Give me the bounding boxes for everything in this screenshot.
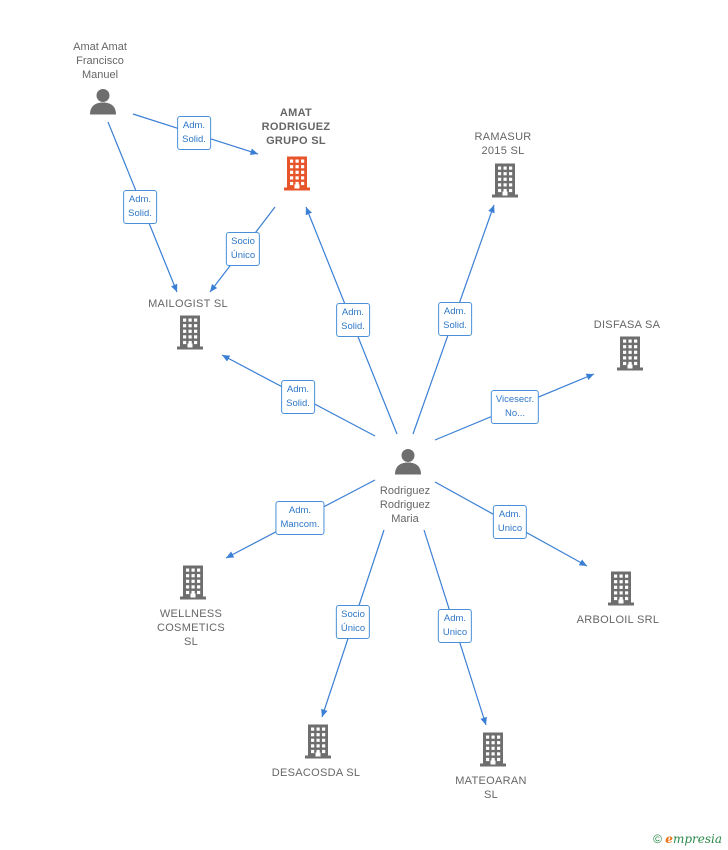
brand-logo[interactable]: empresia — [665, 832, 722, 846]
copyright-icon: © — [653, 832, 662, 846]
node-label-mailogist[interactable]: MAILOGIST SL — [148, 298, 228, 310]
building-icon[interactable] — [303, 723, 333, 764]
person-icon[interactable] — [88, 86, 118, 121]
edge-label[interactable]: Adm. Solid. — [336, 303, 370, 337]
brand-footer: © empresia — [653, 832, 722, 846]
node-label-desacosda[interactable]: DESACOSDA SL — [271, 767, 361, 779]
edge-label[interactable]: Adm. Unico — [492, 505, 528, 539]
edge-label[interactable]: Adm. Unico — [437, 609, 473, 643]
edge-label[interactable]: Adm. Solid. — [281, 380, 315, 414]
node-label-disfasa[interactable]: DISFASA SA — [593, 319, 661, 331]
edge-label[interactable]: Adm. Mancom. — [275, 501, 325, 535]
node-label-amat-francisco[interactable]: Amat Amat Francisco Manuel — [73, 41, 127, 81]
building-icon[interactable] — [178, 564, 208, 605]
edge-label[interactable]: Adm. Solid. — [123, 190, 157, 224]
node-label-ramasur[interactable]: RAMASUR 2015 SL — [474, 131, 532, 157]
building-icon[interactable] — [615, 335, 645, 376]
building-icon[interactable] — [490, 162, 520, 203]
node-label-arboloil[interactable]: ARBOLOIL SRL — [576, 614, 660, 626]
building-icon[interactable] — [175, 314, 205, 355]
edge-label[interactable]: Adm. Solid. — [177, 116, 211, 150]
node-label-wellness[interactable]: WELLNESS COSMETICS SL — [156, 608, 226, 648]
edge-label[interactable]: Socio Único — [335, 605, 371, 639]
node-label-amat-grupo[interactable]: AMAT RODRIGUEZ GRUPO SL — [261, 107, 331, 147]
person-icon[interactable] — [393, 446, 423, 481]
edge-label[interactable]: Vicesecr. No... — [490, 390, 540, 424]
edge-label[interactable]: Adm. Solid. — [438, 302, 472, 336]
edge-label[interactable]: Socio Único — [225, 232, 261, 266]
building-icon[interactable] — [606, 570, 636, 611]
node-label-rodriguez[interactable]: Rodriguez Rodriguez Maria — [379, 485, 431, 525]
building-icon[interactable] — [478, 731, 508, 772]
building-icon[interactable] — [282, 155, 312, 196]
node-label-mateoaran[interactable]: MATEOARAN SL — [455, 775, 527, 801]
